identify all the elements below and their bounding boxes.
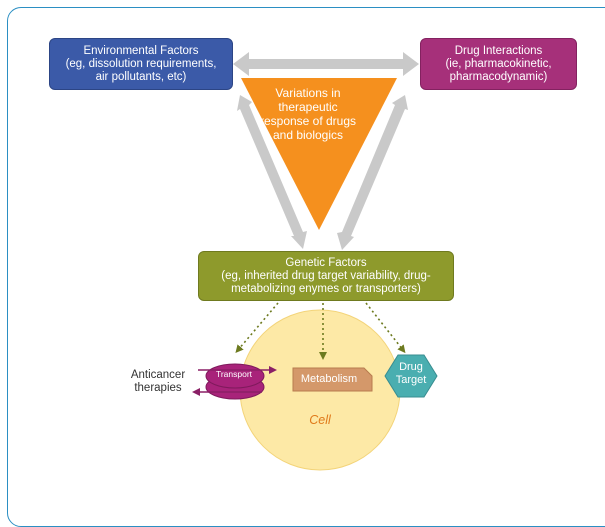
anticancer-therapies-label: Anticancer therapies — [130, 369, 186, 394]
variation-triangle — [241, 78, 397, 230]
left-double-arrow — [237, 95, 307, 249]
triangle-label: Variations in therapeutic response of dr… — [259, 86, 357, 142]
dotted-arrow-transport — [235, 302, 279, 354]
diagram-canvas: Environmental Factors (eg, dissolution r… — [7, 7, 605, 527]
drug-target-label: Drug Target — [395, 361, 427, 386]
diagram-graphics — [192, 52, 438, 471]
drug-target-hexagon — [384, 354, 438, 398]
metabolism-label: Metabolism — [300, 373, 358, 385]
transport-label: Transport — [215, 369, 253, 379]
environmental-factors-box: Environmental Factors (eg, dissolution r… — [49, 38, 233, 90]
genetic-factors-box: Genetic Factors (eg, inherited drug targ… — [198, 251, 454, 301]
right-double-arrow — [337, 95, 408, 250]
top-double-arrow — [233, 52, 419, 76]
metabolism-tag — [292, 367, 373, 392]
drug-interactions-box: Drug Interactions (ie, pharmacokinetic, … — [420, 38, 577, 90]
cell-label: Cell — [309, 413, 331, 427]
